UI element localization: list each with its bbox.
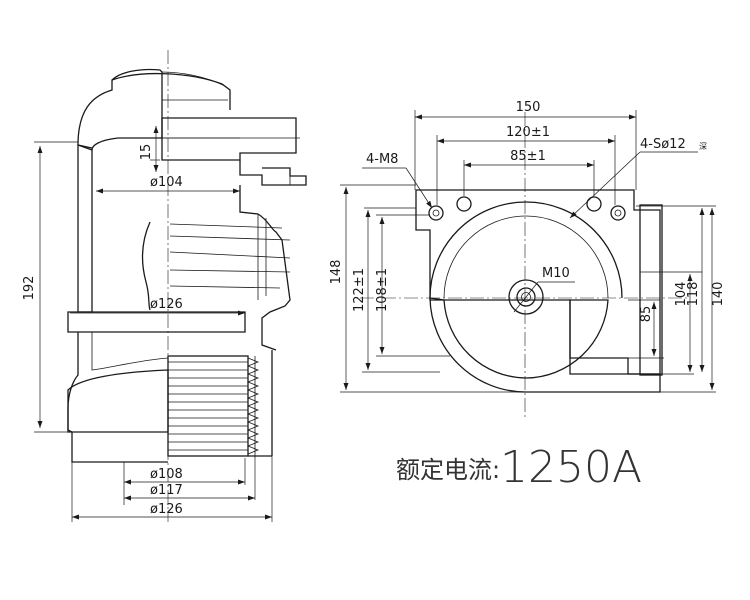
cutaway-edge [141, 221, 151, 311]
dim-85w-label: 85±1 [510, 149, 546, 164]
cap-outline [111, 72, 231, 110]
upper-flange [239, 160, 307, 186]
s12-leader [569, 151, 641, 219]
outer-wall-hatch [77, 144, 93, 313]
cap-inner-line [161, 71, 226, 87]
dim-122-label: 122±1 [352, 268, 367, 312]
thread-base [167, 350, 273, 458]
dim-150-label: 150 [516, 100, 541, 115]
mount-plate [415, 189, 661, 375]
upper-flange-hatch [289, 175, 307, 186]
dim-d108-label: ø108 [150, 467, 183, 482]
right-lug [639, 204, 663, 376]
end-top-ext [414, 110, 637, 205]
dim-d126-base-label: ø126 [150, 502, 183, 517]
dim-d117-label: ø117 [150, 483, 183, 498]
dim-d104-label: ø104 [150, 175, 183, 190]
dim-148-label: 148 [329, 260, 344, 285]
outer-arc [429, 201, 623, 299]
skirt-hatch [67, 369, 169, 433]
dim-d126-mid-label: ø126 [150, 297, 183, 312]
top-block [161, 117, 297, 161]
dim-120-label: 120±1 [506, 125, 550, 140]
rating-label: 额定电流: [396, 456, 500, 484]
mid-band-hatch [67, 311, 246, 333]
dim-height [34, 141, 78, 433]
cap-hatch [77, 68, 163, 151]
inner-arc [443, 215, 609, 299]
end-view: 150 120±1 85±1 4-M8 4-Sø12 深 M10 148 [329, 100, 726, 420]
s12-suffix: 深 [699, 142, 707, 151]
ring-hatch [429, 297, 661, 393]
lower-inner-curve [91, 332, 169, 371]
dim-108h-label: 108±1 [375, 268, 390, 312]
dim-height-label: 192 [22, 276, 37, 301]
lower-left-outline [67, 332, 168, 463]
end-left-ext [340, 184, 524, 393]
boss-mid [516, 287, 536, 307]
dim-104-label: 104 [674, 282, 689, 307]
boss-outer [508, 279, 544, 315]
dim-140-label: 140 [711, 282, 726, 307]
dim-118-label: 118 [686, 282, 701, 307]
rating-value: 1250A [500, 442, 642, 493]
rib-outline [239, 185, 291, 351]
m10-label: M10 [542, 266, 570, 281]
dim-15-label: 15 [139, 144, 154, 161]
boss-thread [521, 292, 531, 302]
ribs [169, 214, 291, 300]
s12-label: 4-Sø12 [640, 137, 686, 152]
m8-leader [405, 167, 433, 209]
m10-leader [513, 281, 539, 313]
end-right-ext [628, 205, 716, 393]
side-view: 192 15 ø104 ø126 ø108 ø117 ø126 [22, 50, 307, 522]
dim-85h-label: 85 [639, 306, 654, 323]
mount-holes [428, 196, 626, 221]
m8-label: 4-M8 [366, 152, 398, 167]
dim-15 [150, 126, 300, 172]
